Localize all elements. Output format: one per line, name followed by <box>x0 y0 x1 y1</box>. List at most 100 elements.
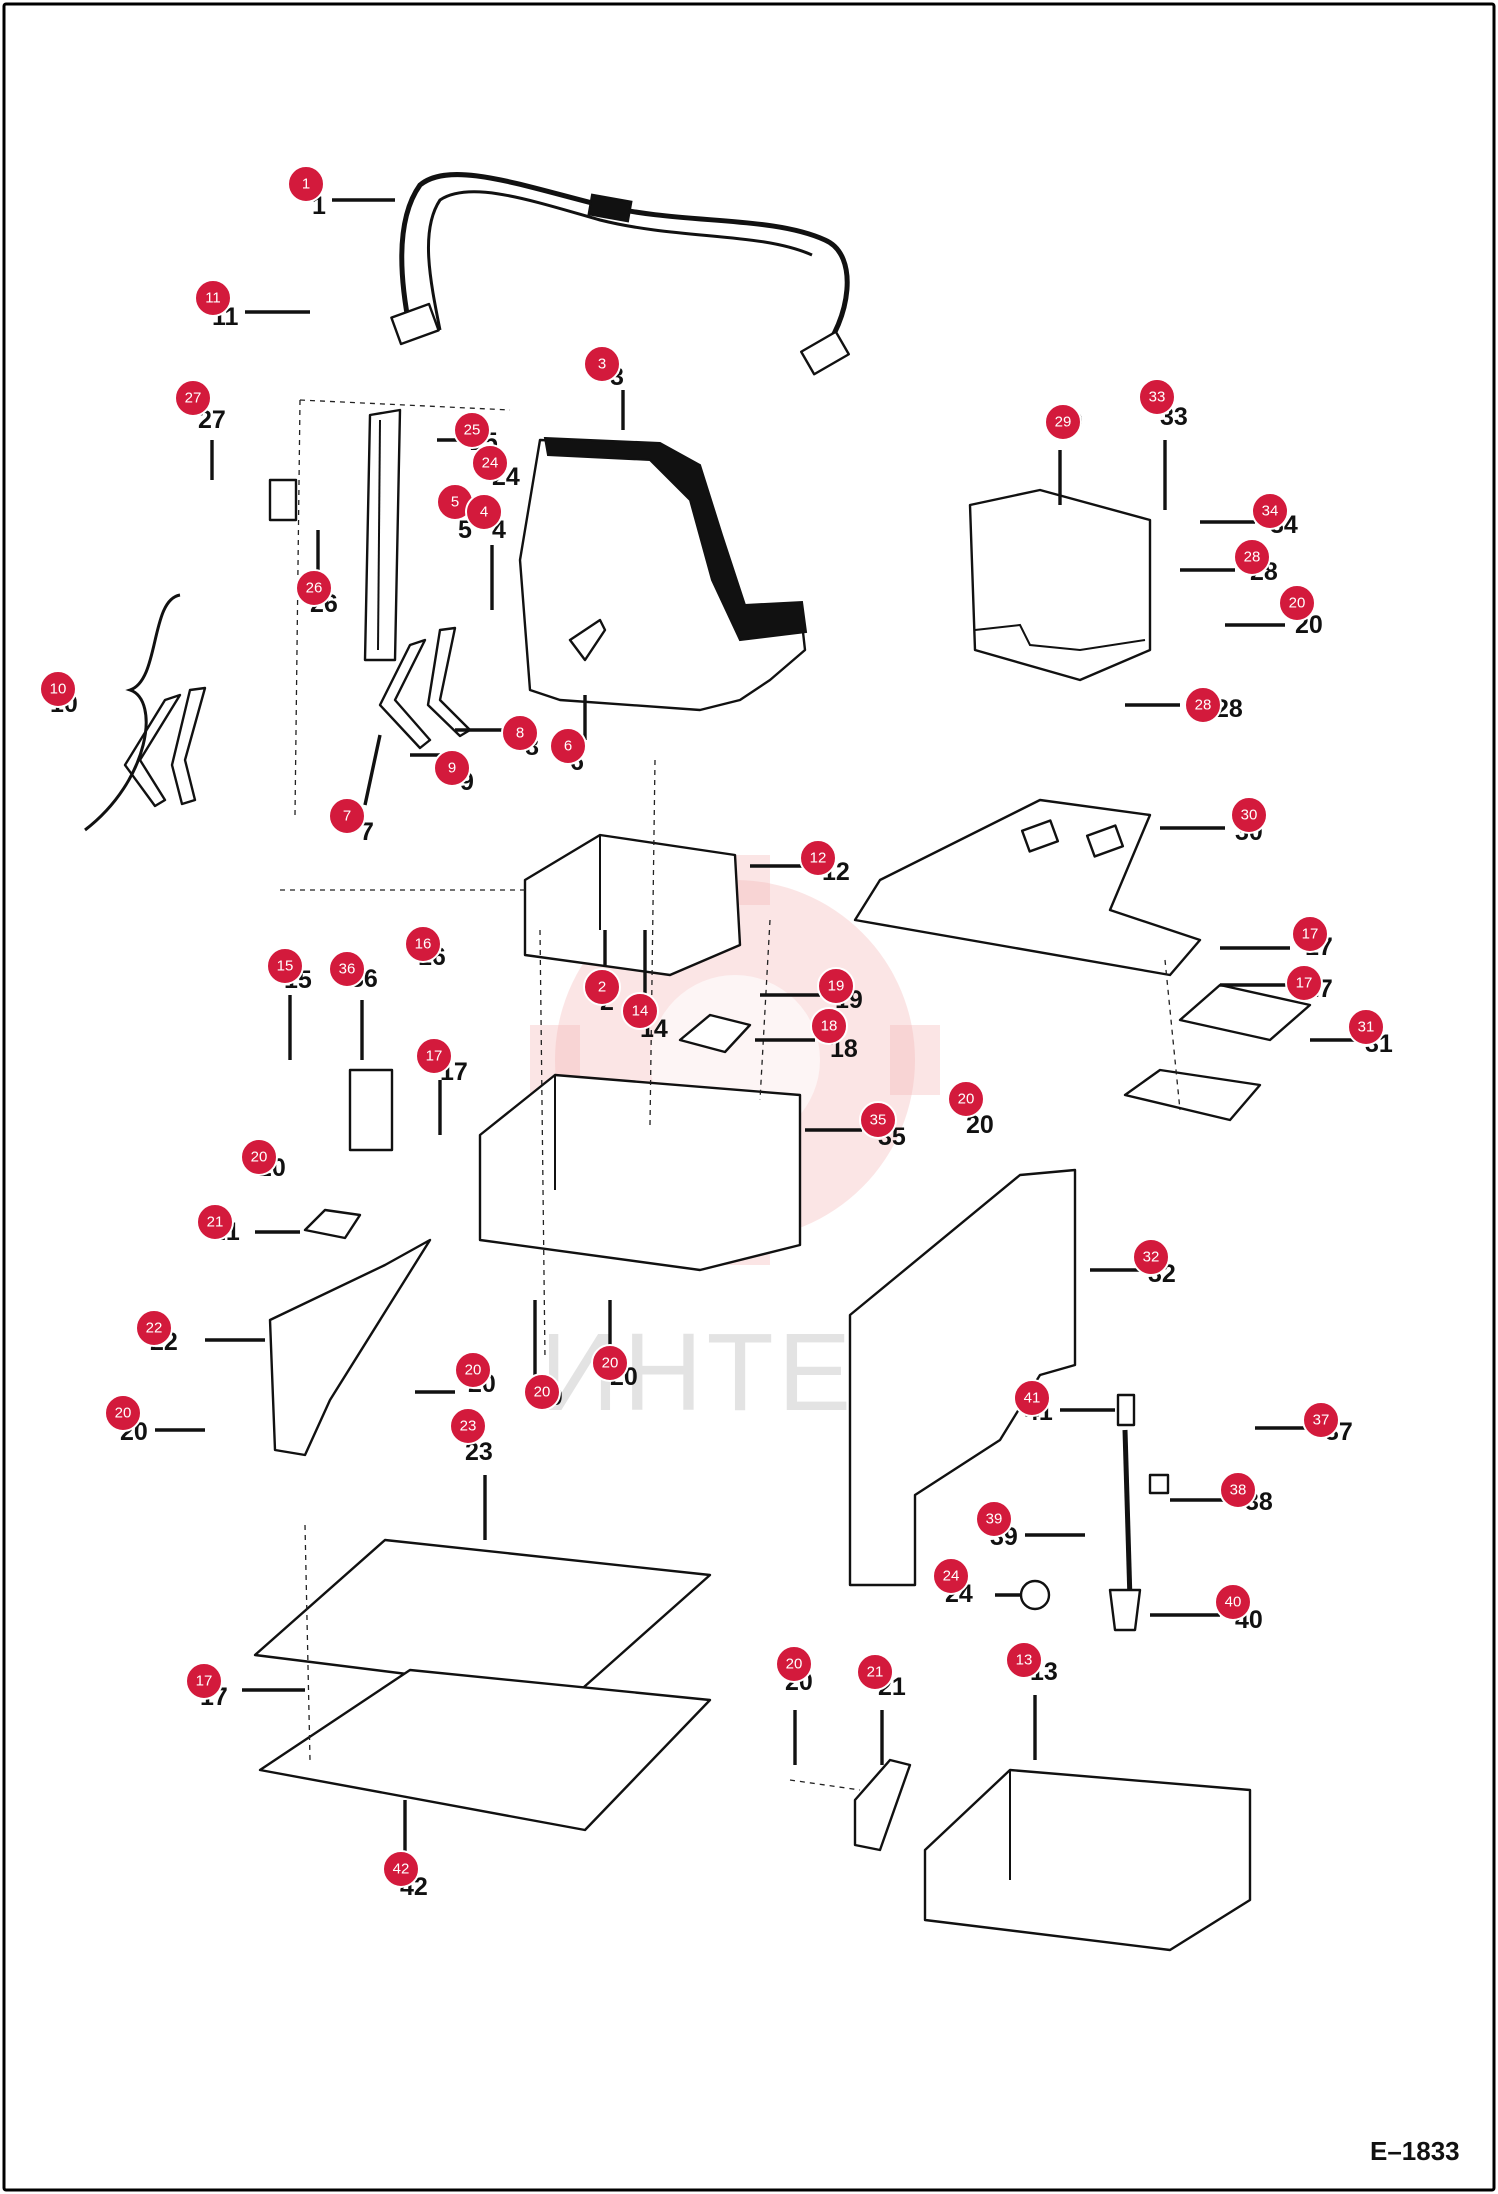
callout-badge[interactable] <box>104 1394 142 1432</box>
callout-badge[interactable] <box>1285 964 1323 1002</box>
callout-badge-label: 17 <box>1302 926 1319 943</box>
callout-badge-label: 21 <box>207 1214 224 1231</box>
callout-6: 66 <box>549 695 587 776</box>
callout-badge[interactable] <box>1214 1583 1252 1621</box>
callout-badge-label: 26 <box>306 580 323 597</box>
callout-badge-label: 20 <box>958 1091 975 1108</box>
callout-badge[interactable] <box>523 1373 561 1411</box>
callout-badge[interactable] <box>1044 403 1082 441</box>
callout-badge[interactable] <box>1302 1401 1340 1439</box>
callout-badge[interactable] <box>1184 686 1222 724</box>
callout-badge[interactable] <box>583 968 621 1006</box>
callout-badge[interactable] <box>194 279 232 317</box>
callout-badge[interactable] <box>295 569 333 607</box>
callout-badge-label: 15 <box>277 958 294 975</box>
callout-badge-label: 24 <box>482 455 499 472</box>
callout-badge[interactable] <box>1013 1379 1051 1417</box>
callout-badge-label: 34 <box>1262 503 1279 520</box>
callout-badge[interactable] <box>454 1351 492 1389</box>
callout-badge[interactable] <box>415 1037 453 1075</box>
callout-badge[interactable] <box>328 950 366 988</box>
callout-badge[interactable] <box>1251 492 1289 530</box>
callout-badge[interactable] <box>859 1101 897 1139</box>
callout-badge[interactable] <box>1233 538 1271 576</box>
callout-badge-label: 11 <box>205 290 221 307</box>
callout-badge[interactable] <box>404 925 442 963</box>
callout-badge[interactable] <box>1132 1238 1170 1276</box>
callout-badge[interactable] <box>287 165 325 203</box>
part-seat-slide-rail <box>268 408 402 662</box>
callout-badge[interactable] <box>591 1344 629 1382</box>
callout-badge[interactable] <box>1230 796 1268 834</box>
callout-badge-label: 19 <box>828 978 845 995</box>
callout-badge[interactable] <box>1347 1008 1385 1046</box>
callout-badge[interactable] <box>471 444 509 482</box>
callout-badge-label: 33 <box>1149 389 1166 406</box>
callout-badge-label: 5 <box>451 494 459 511</box>
part-bottom-box <box>923 1768 1252 1952</box>
callout-badge[interactable] <box>174 379 212 417</box>
callout-badge[interactable] <box>932 1557 970 1595</box>
callout-badge[interactable] <box>1219 1471 1257 1509</box>
callout-badge-label: 13 <box>1016 1652 1033 1669</box>
callout-badge[interactable] <box>453 411 491 449</box>
callout-badge[interactable] <box>266 947 304 985</box>
part-plates-small <box>303 983 1312 1240</box>
callout-badge[interactable] <box>449 1407 487 1445</box>
callout-badge[interactable] <box>465 493 503 531</box>
callout-badge[interactable] <box>1005 1641 1043 1679</box>
callout-badge[interactable] <box>501 714 539 752</box>
callout-badge[interactable] <box>382 1850 420 1888</box>
callout-badge[interactable] <box>947 1080 985 1118</box>
callout-badge[interactable] <box>775 1645 813 1683</box>
callout-badge[interactable] <box>39 670 77 708</box>
callout-badge[interactable] <box>549 727 587 765</box>
callout-badge[interactable] <box>1291 915 1329 953</box>
part-seat-levers <box>84 593 472 832</box>
callout-8: 88 <box>455 714 539 761</box>
callout-badge-label: 20 <box>115 1405 132 1422</box>
callout-badge[interactable] <box>1278 584 1316 622</box>
callout-badge[interactable] <box>817 967 855 1005</box>
part-seat-mount-plate <box>853 798 1202 977</box>
callout-badge-label: 16 <box>415 936 432 953</box>
callout-badge-label: 17 <box>196 1673 213 1690</box>
callout-badge[interactable] <box>856 1653 894 1691</box>
callout-badge[interactable] <box>240 1138 278 1176</box>
callout-badge[interactable] <box>1138 378 1176 416</box>
callout-badge-label: 30 <box>1241 807 1258 824</box>
callout-badge[interactable] <box>185 1662 223 1700</box>
callout-badge-label: 32 <box>1143 1249 1160 1266</box>
callout-9: 99 <box>410 749 474 796</box>
callout-badge[interactable] <box>433 749 471 787</box>
callout-badge[interactable] <box>583 345 621 383</box>
callout-badge[interactable] <box>621 992 659 1030</box>
callout-badge[interactable] <box>975 1500 1013 1538</box>
part-small-plate-bottom <box>853 1758 912 1852</box>
callout-badge[interactable] <box>135 1309 173 1347</box>
callout-badge[interactable] <box>328 797 366 835</box>
callout-badge[interactable] <box>196 1203 234 1241</box>
callout-badge-label: 42 <box>393 1861 410 1878</box>
callout-badge[interactable] <box>810 1007 848 1045</box>
callout-29: 2929 <box>1044 403 1083 505</box>
callout-badge[interactable] <box>799 839 837 877</box>
callout-badge-label: 28 <box>1244 549 1261 566</box>
